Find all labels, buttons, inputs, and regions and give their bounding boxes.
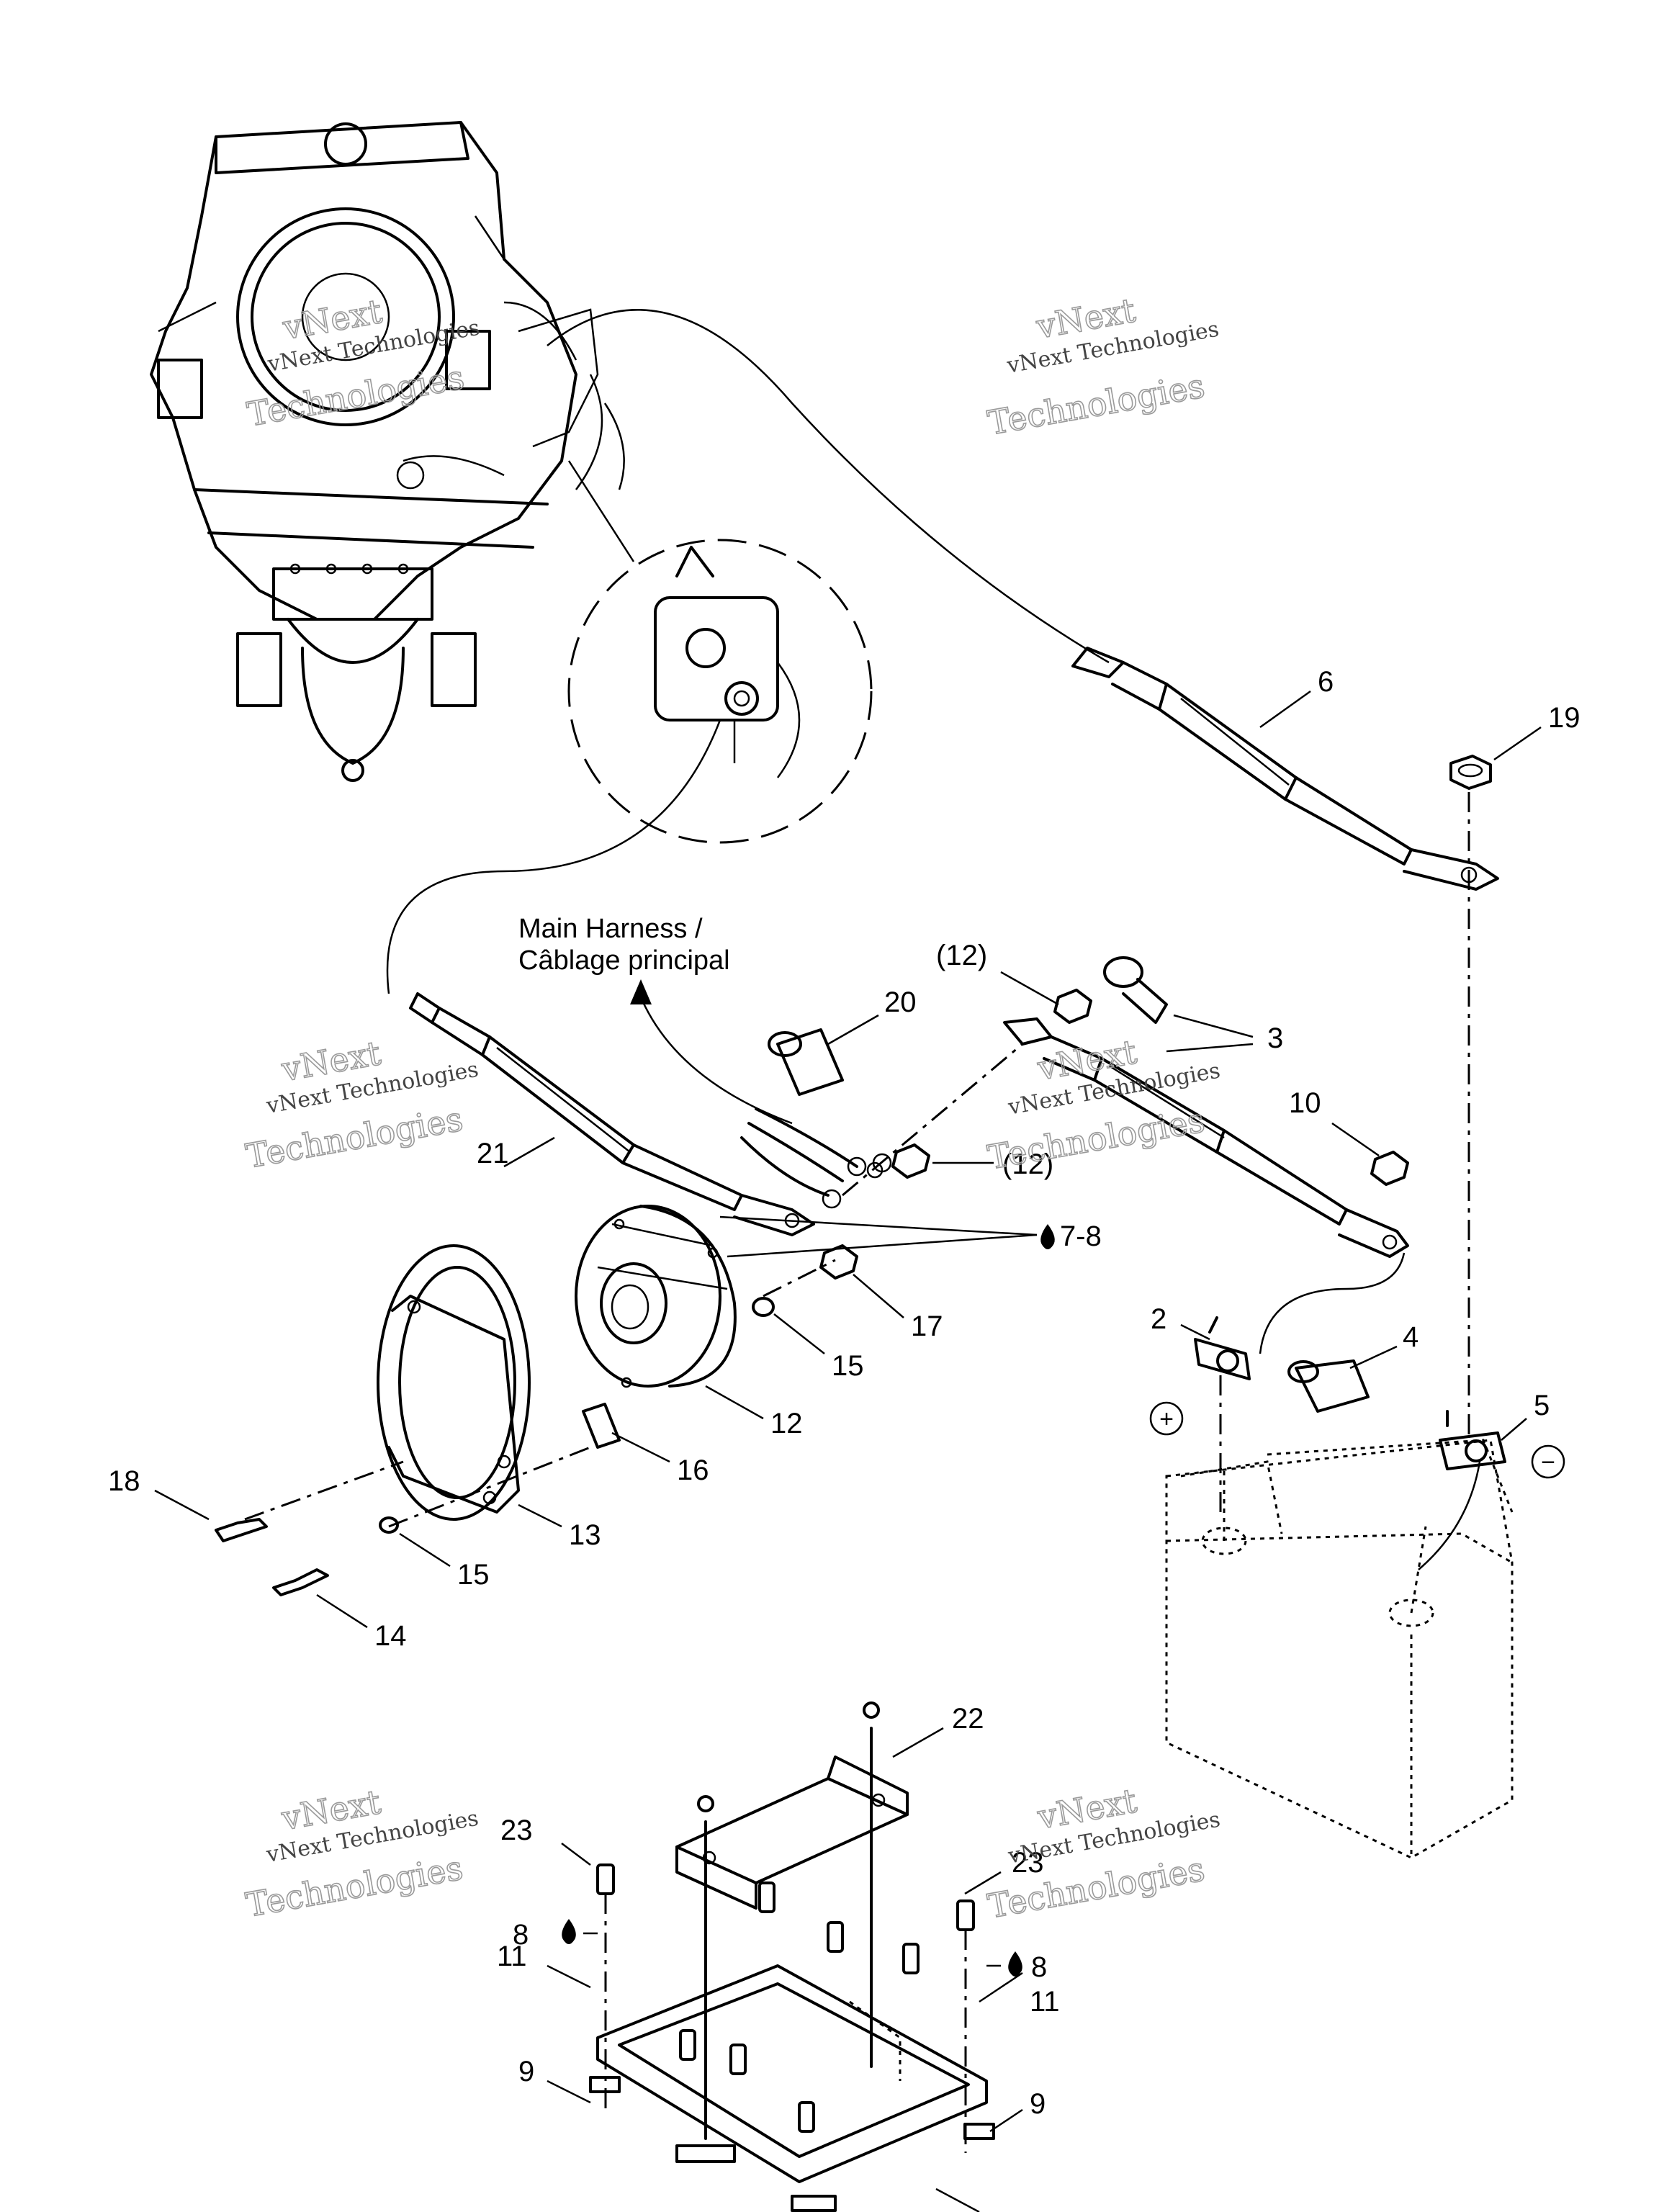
leader-7-8-a (719, 1215, 1038, 1236)
alignment-line-flange (244, 1460, 404, 1521)
solenoid-detail-view (567, 403, 873, 844)
callout-15-lower: 15 (457, 1559, 490, 1591)
callout-19: 19 (1548, 702, 1581, 734)
harness-caption-line1: Main Harness / (518, 914, 703, 944)
negative-sign: − (1541, 1449, 1555, 1476)
callout-8-right: 8 (1031, 1951, 1047, 1983)
nut-17 (819, 1244, 858, 1280)
terminal-clamp-5 (1439, 1410, 1506, 1470)
washer-15-lower (379, 1516, 399, 1534)
tray-bolts (596, 1863, 975, 2133)
callout-5: 5 (1534, 1390, 1550, 1421)
callout-14: 14 (374, 1620, 407, 1652)
callout-21: 21 (477, 1138, 509, 1169)
negative-wire (1418, 1461, 1481, 1570)
sealant-drop-icon-8b (1008, 1951, 1022, 1977)
callout-3: 3 (1267, 1022, 1283, 1054)
battery-cable-6 (1071, 647, 1499, 891)
battery (1165, 1439, 1514, 1859)
callout-12-lower: (12) (1002, 1148, 1053, 1180)
nut-12-upper (1053, 989, 1092, 1024)
callout-15-upper: 15 (832, 1350, 864, 1382)
screw-14 (272, 1568, 329, 1596)
callout-8-left: 8 (513, 1919, 529, 1951)
callout-6: 6 (1318, 666, 1334, 698)
callout-leaders (154, 690, 1542, 2212)
tray-rods (697, 1701, 880, 2140)
callout-11-right: 11 (1030, 1986, 1060, 2018)
callout-23-right: 23 (1012, 1847, 1044, 1879)
spacer-16 (582, 1403, 621, 1449)
starter-motor-12 (575, 1205, 737, 1388)
washer-15-upper (752, 1297, 775, 1317)
terminal-cap-20 (768, 1028, 844, 1096)
callout-22: 22 (952, 1703, 984, 1735)
harness-caption-line2: Câblage principal (518, 945, 730, 976)
leader-7-8-b (727, 1233, 1038, 1258)
starter-wire (386, 719, 721, 994)
alignment-line-starter-a (842, 1043, 1023, 1197)
callout-9-right: 9 (1030, 2088, 1046, 2120)
positive-icon (1149, 1401, 1184, 1436)
negative-icon (1531, 1444, 1565, 1479)
battery-cable-3 (1003, 1017, 1409, 1258)
sealant-drop-icon-7-8 (1040, 1224, 1055, 1249)
nut-12-lower (872, 1143, 930, 1179)
callout-17: 17 (911, 1310, 943, 1342)
callout-16: 16 (677, 1455, 709, 1486)
cable-3-wire (1259, 1252, 1406, 1354)
callout-7-8: 7-8 (1060, 1220, 1102, 1252)
callout-11-left: 11 (497, 1941, 527, 1972)
alignment-line-washer (388, 1446, 591, 1528)
nut-19 (1449, 755, 1492, 790)
nut-10 (1370, 1151, 1409, 1186)
terminal-cap-3 (1103, 956, 1168, 1024)
callout-12-starter: 12 (770, 1408, 803, 1439)
main-cable (547, 309, 1110, 664)
engine-illustration (150, 121, 603, 782)
callout-13: 13 (569, 1519, 601, 1551)
terminal-clamp-2 (1194, 1316, 1251, 1380)
callout-20: 20 (884, 986, 917, 1018)
positive-sign: + (1159, 1406, 1174, 1433)
callout-9-left: 9 (518, 2056, 534, 2087)
alignment-line-starter-b (763, 1259, 836, 1298)
mounting-flange-13 (377, 1244, 531, 1521)
callout-10: 10 (1289, 1087, 1321, 1119)
battery-tray (589, 1964, 995, 2212)
callout-2: 2 (1151, 1303, 1166, 1335)
callout-18: 18 (108, 1465, 140, 1497)
terminal-cap-4 (1287, 1359, 1370, 1413)
screw-18 (215, 1518, 268, 1542)
harness-arrow (630, 979, 652, 1004)
callout-23-left: 23 (500, 1815, 533, 1846)
sealant-drop-icon-8a (562, 1919, 576, 1944)
callout-4: 4 (1403, 1321, 1419, 1353)
harness-wires (740, 1107, 884, 1209)
callout-12-upper: (12) (936, 940, 987, 971)
